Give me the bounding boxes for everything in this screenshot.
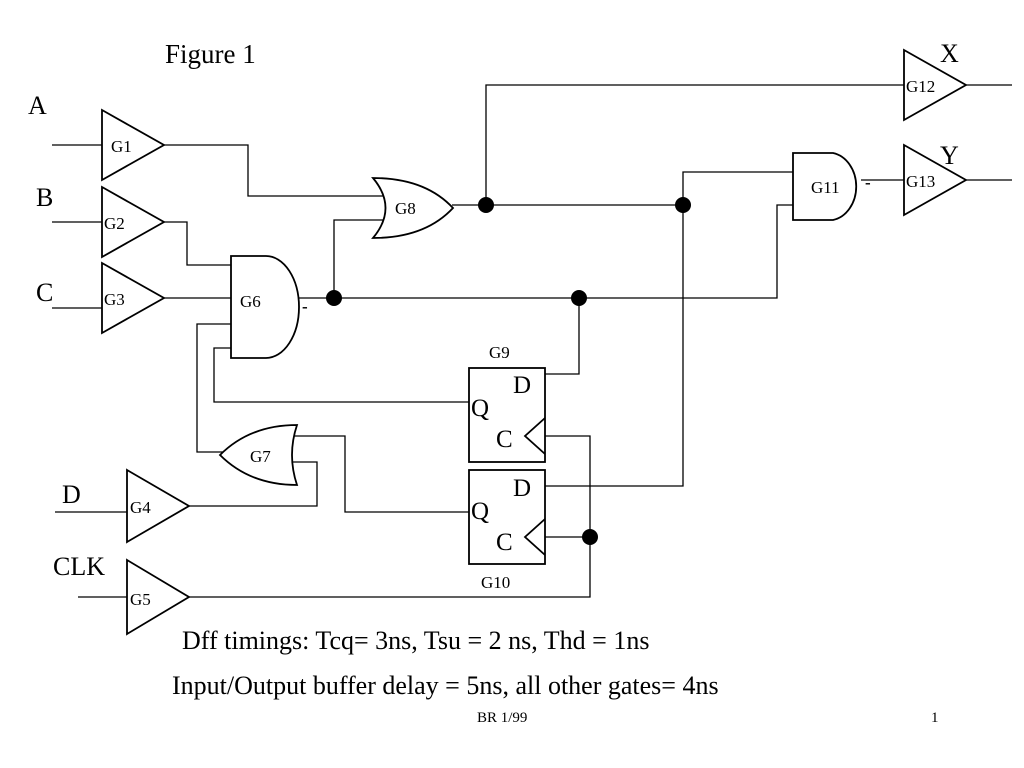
wire-clk-net <box>188 435 591 598</box>
output-buffer-g12: G12 <box>903 48 968 122</box>
input-buffer-g3: G3 <box>101 261 166 335</box>
or-gate-g7: G7 <box>218 424 299 486</box>
gate-label-g7: G7 <box>250 447 271 466</box>
gate-label-g9: G9 <box>489 343 510 362</box>
wire-g7-g6 <box>196 323 232 453</box>
junction-dot <box>478 197 494 213</box>
wire-g6-g9d <box>545 298 580 375</box>
ff-g10-d-pin: D <box>513 475 531 502</box>
junction-dots <box>326 197 691 545</box>
output-label-y: Y <box>940 141 959 170</box>
gate-label-g11: G11 <box>811 178 840 197</box>
ff-g10-c-pin: C <box>496 529 513 556</box>
gate-label-g4: G4 <box>130 498 151 517</box>
input-buffer-g5: G5 <box>126 558 191 636</box>
wire-g6-g8 <box>333 219 388 298</box>
gate-label-g12: G12 <box>906 77 935 96</box>
ff-g9-d-pin: D <box>513 372 531 399</box>
ff-g9-c-pin: C <box>496 426 513 453</box>
figure-title: Figure 1 <box>165 39 256 69</box>
inversion-mark-g6: - <box>302 297 308 316</box>
dff-timings-note: Dff timings: Tcq= 3ns, Tsu = 2 ns, Thd =… <box>182 626 649 655</box>
junction-dot <box>675 197 691 213</box>
gate-label-g1: G1 <box>111 137 132 156</box>
wire-g8-g12 <box>485 84 904 205</box>
input-label-b: B <box>36 183 53 212</box>
input-buffer-g4: G4 <box>126 468 191 544</box>
ff-g9-q-pin: Q <box>471 395 489 422</box>
footer-author-date: BR 1/99 <box>477 710 527 726</box>
or-gate-g8: G8 <box>371 177 455 239</box>
ff-g10-q-pin: Q <box>471 498 489 525</box>
wire-g2-g6 <box>163 221 231 266</box>
nand-gate-g11: G11 - <box>792 152 871 221</box>
delay-note: Input/Output buffer delay = 5ns, all oth… <box>172 671 719 700</box>
gate-label-g5: G5 <box>130 590 151 609</box>
wire-g6-out <box>299 204 793 299</box>
gate-label-g3: G3 <box>104 290 125 309</box>
junction-dot <box>571 290 587 306</box>
flipflop-g9: D Q C G9 <box>468 343 546 463</box>
input-label-clk: CLK <box>53 552 105 581</box>
gate-label-g13: G13 <box>906 172 935 191</box>
input-label-c: C <box>36 278 53 307</box>
junction-dot <box>582 529 598 545</box>
gate-label-g8: G8 <box>395 199 416 218</box>
wire-g8-g10d <box>545 205 684 487</box>
gate-label-g2: G2 <box>104 214 125 233</box>
gate-label-g6: G6 <box>240 292 261 311</box>
wire-g10q-g7 <box>290 435 469 513</box>
wire-g8-g11 <box>682 171 793 205</box>
input-buffer-g1: G1 <box>101 108 166 182</box>
junction-dot <box>326 290 342 306</box>
output-buffer-g13: G13 <box>903 143 968 217</box>
input-buffer-g2: G2 <box>101 185 166 259</box>
wire-g1-g8 <box>163 144 388 197</box>
inversion-mark-g11: - <box>865 173 871 192</box>
flipflop-g10: D Q C G10 <box>468 469 546 592</box>
wire-g4-g7 <box>188 461 318 507</box>
output-label-x: X <box>940 39 959 68</box>
input-label-d: D <box>62 480 81 509</box>
wire-g9q-g6 <box>213 347 469 403</box>
nand-gate-g6: G6 - <box>230 255 308 359</box>
page-number: 1 <box>931 710 939 726</box>
input-label-a: A <box>28 91 47 120</box>
gate-label-g10: G10 <box>481 573 510 592</box>
